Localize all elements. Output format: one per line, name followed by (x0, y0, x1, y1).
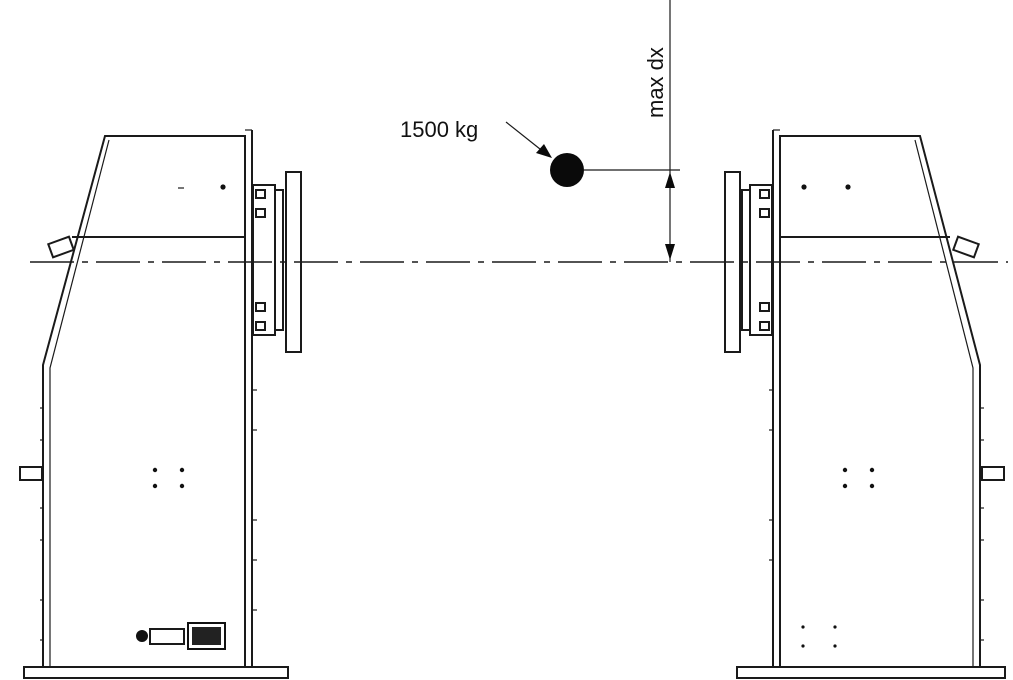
right-body-outline (779, 135, 981, 667)
dimension-arrow-up (665, 172, 675, 188)
left-hub (252, 184, 276, 336)
right-body-inner-edge (914, 139, 974, 667)
left-control-label (149, 628, 185, 645)
left-lug (46, 235, 76, 259)
left-body-outline (42, 135, 246, 667)
left-side-handle (19, 466, 43, 481)
left-control-knob (136, 630, 148, 642)
left-positioner (19, 129, 302, 679)
right-positioner (724, 129, 1006, 679)
load-leader-line (505, 121, 546, 154)
right-base-plate (736, 666, 1006, 679)
right-hub (749, 184, 773, 336)
right-lug (951, 235, 981, 259)
dimension-label: max dx (643, 47, 668, 118)
left-base-plate (23, 666, 289, 679)
dimension-arrow-down (665, 244, 675, 260)
load-mass-icon (550, 153, 584, 187)
left-body-inner-edge (49, 139, 110, 667)
max-dx-dimension: max dx (643, 0, 675, 262)
load-label: 1500 kg (400, 117, 478, 142)
load-indicator: 1500 kg (400, 117, 680, 187)
right-side-handle (981, 466, 1005, 481)
